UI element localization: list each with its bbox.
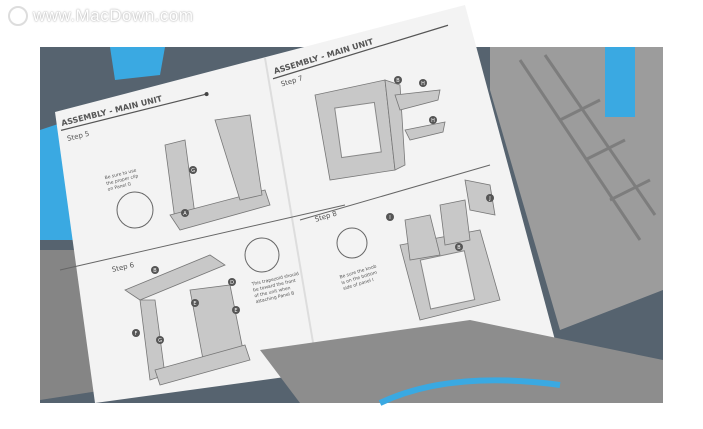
- gray-plastic-panel-right: [490, 47, 663, 330]
- part-label: A: [183, 211, 187, 217]
- step5-note-line: on Panel G: [107, 181, 132, 193]
- part-label: I: [389, 215, 390, 221]
- part-label: G: [191, 168, 195, 174]
- part-label: G: [158, 338, 162, 344]
- part-label: F: [135, 331, 138, 337]
- gray-plastic-piece-left: [40, 250, 105, 400]
- part-label: E: [234, 308, 237, 314]
- part-label: H: [431, 118, 435, 124]
- blue-plastic-piece-top: [110, 47, 165, 80]
- step8-detail-circle: [336, 227, 368, 259]
- part-label: D: [230, 280, 234, 286]
- gray-plastic-panel-bottom: [260, 320, 663, 403]
- part-label: B: [153, 268, 157, 274]
- part-label: H: [421, 81, 425, 87]
- part-label: E: [193, 301, 196, 307]
- watermark: www.MacDown.com: [8, 6, 194, 26]
- part-label: B: [457, 245, 461, 251]
- step6-detail-circle: [244, 237, 280, 273]
- part-label: B: [396, 78, 400, 84]
- step5-detail-circle: [116, 191, 154, 229]
- part-label: J: [488, 196, 490, 202]
- blue-plastic-piece-right: [605, 47, 635, 117]
- watermark-text: www.MacDown.com: [33, 6, 194, 25]
- macdown-logo-icon: [8, 6, 28, 26]
